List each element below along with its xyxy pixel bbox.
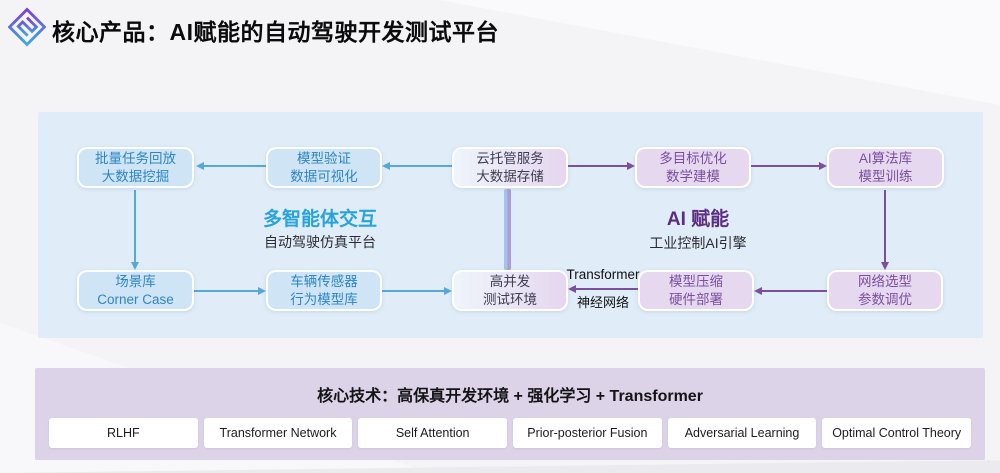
- bridge-cloud-to-concurrency: [504, 189, 511, 270]
- arrow-scenario-to-sensor: [194, 290, 258, 292]
- arrow-sensor-to-concurrency: [382, 290, 444, 292]
- chip-prior-posterior-fusion: Prior-posterior Fusion: [513, 418, 662, 448]
- node-network-selection-line1: 网络选型: [858, 273, 912, 289]
- core-tech-panel: 核心技术：高保真开发环境 + 强化学习 + Transformer RLHF T…: [35, 368, 985, 460]
- group-title-ai: AI 赋能: [666, 209, 730, 230]
- node-network-selection-line2: 参数调优: [858, 291, 912, 307]
- chip-self-attention: Self Attention: [358, 418, 508, 448]
- group-subtitle-simulation: 自动驾驶仿真平台: [264, 234, 376, 250]
- node-model-validation-line1: 模型验证: [297, 150, 351, 166]
- node-scenario-library-line2: Corner Case: [97, 291, 174, 307]
- arrow-compression-to-concurrency: [576, 288, 638, 290]
- node-network-selection: 网络选型 参数调优: [827, 270, 943, 311]
- node-cloud-hosting: 云托管服务 大数据存储: [452, 147, 568, 188]
- node-scenario-library: 场景库 Corner Case: [77, 270, 194, 311]
- node-cloud-hosting-line2: 大数据存储: [476, 168, 544, 184]
- node-ai-algorithm: AI算法库 模型训练: [827, 147, 944, 188]
- node-cloud-hosting-line1: 云托管服务: [476, 150, 544, 166]
- group-title-simulation: 多智能体交互: [262, 209, 377, 230]
- node-batch-replay: 批量任务回放 大数据挖掘: [77, 147, 194, 188]
- edge-label-neural-network: 神经网络: [576, 295, 629, 310]
- node-high-concurrency-line1: 高并发: [489, 273, 531, 289]
- node-batch-replay-line1: 批量任务回放: [95, 150, 176, 166]
- node-ai-algorithm-line1: AI算法库: [858, 150, 913, 166]
- node-vehicle-sensor-line2: 行为模型库: [290, 291, 358, 307]
- node-multi-objective-line2: 数学建模: [666, 168, 720, 184]
- chip-rlhf: RLHF: [49, 418, 198, 448]
- arrow-replay-to-scenario: [134, 190, 136, 262]
- node-model-validation: 模型验证 数据可视化: [266, 147, 382, 188]
- arrow-validation-to-replay: [204, 165, 266, 167]
- page-title: 核心产品：AI赋能的自动驾驶开发测试平台: [52, 19, 499, 45]
- node-model-compression-line2: 硬件部署: [669, 291, 723, 307]
- node-model-validation-line2: 数据可视化: [290, 168, 358, 184]
- arrow-cloud-to-multiobjective: [568, 165, 627, 167]
- node-vehicle-sensor-line1: 车辆传感器: [290, 273, 358, 289]
- chip-adversarial-learning: Adversarial Learning: [667, 418, 817, 448]
- node-ai-algorithm-line2: 模型训练: [858, 168, 913, 184]
- arrow-cloud-to-validation: [390, 165, 452, 167]
- node-model-compression: 模型压缩 硬件部署: [638, 270, 754, 311]
- arrow-algorithm-to-network: [884, 190, 886, 262]
- chip-optimal-control-theory: Optimal Control Theory: [822, 418, 972, 448]
- edge-label-transformer: Transformer: [566, 267, 640, 282]
- company-logo-icon: [8, 7, 46, 47]
- arrow-network-to-compression: [762, 290, 827, 292]
- node-batch-replay-line2: 大数据挖掘: [101, 168, 170, 184]
- core-tech-chip-row: RLHF Transformer Network Self Attention …: [35, 406, 985, 448]
- node-high-concurrency: 高并发 测试环境: [452, 270, 568, 311]
- node-multi-objective-line1: 多目标优化: [659, 150, 727, 166]
- node-scenario-library-line1: 场景库: [115, 273, 156, 289]
- node-high-concurrency-line2: 测试环境: [483, 291, 537, 307]
- group-subtitle-ai: 工业控制AI引擎: [649, 235, 747, 251]
- arrow-multiobjective-to-algorithm: [751, 165, 819, 167]
- core-tech-title: 核心技术：高保真开发环境 + 强化学习 + Transformer: [317, 388, 703, 405]
- node-vehicle-sensor: 车辆传感器 行为模型库: [266, 270, 382, 311]
- background-facet-top-right: [440, 0, 1000, 105]
- node-model-compression-line1: 模型压缩: [669, 273, 723, 289]
- chip-transformer-network: Transformer Network: [203, 418, 353, 448]
- node-multi-objective: 多目标优化 数学建模: [635, 147, 751, 188]
